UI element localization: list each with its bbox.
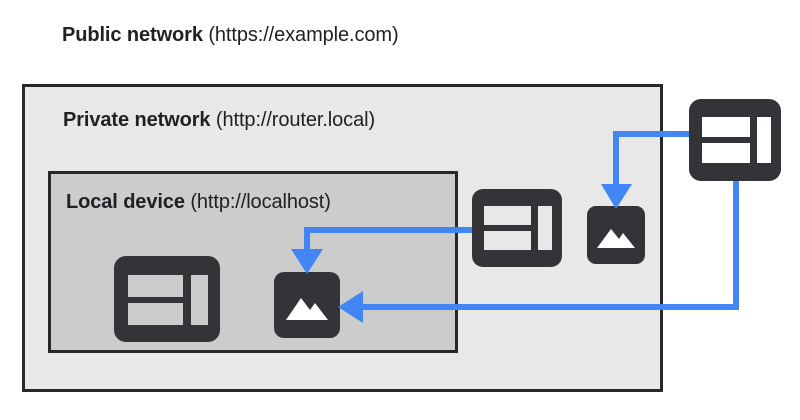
browser-window-icon <box>114 256 220 342</box>
image-icon <box>274 272 340 338</box>
zone-label-public-network: Public network (https://example.com) <box>62 23 399 47</box>
browser-window-icon <box>689 99 781 181</box>
image-icon <box>587 206 645 264</box>
browser-window-icon <box>472 189 562 267</box>
zone-label-private-network: Private network (http://router.local) <box>63 108 375 132</box>
local-device-name: Local device <box>66 191 185 213</box>
private-network-url: (http://router.local) <box>215 109 376 131</box>
public-network-name: Public network <box>62 24 203 46</box>
zone-label-local-device: Local device (http://localhost) <box>66 190 331 214</box>
local-device-url: (http://localhost) <box>190 191 331 213</box>
private-network-name: Private network <box>63 109 211 131</box>
public-network-url: (https://example.com) <box>208 24 399 46</box>
